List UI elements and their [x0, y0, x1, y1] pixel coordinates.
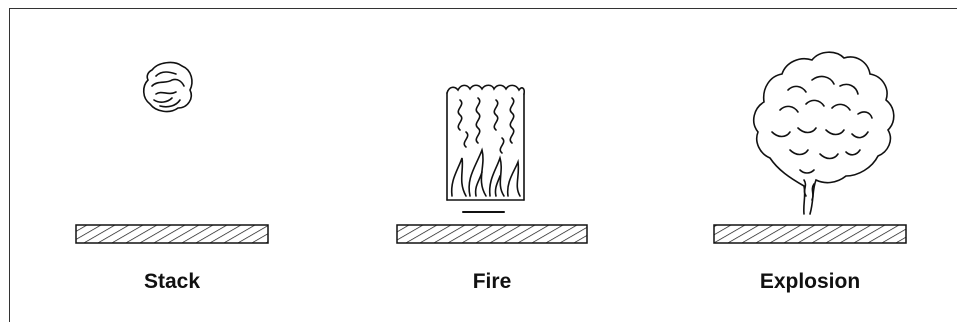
- explosion-cloud-icon: [754, 52, 894, 214]
- stack-puff-icon: [144, 63, 192, 112]
- fire-column-icon: [447, 85, 524, 212]
- stack-ground-bar: [76, 225, 268, 243]
- explosion-ground-bar: [714, 225, 906, 243]
- stack-label: Stack: [52, 270, 292, 294]
- fire-label: Fire: [372, 270, 612, 294]
- fire-ground-bar: [397, 225, 587, 243]
- explosion-label: Explosion: [690, 270, 930, 294]
